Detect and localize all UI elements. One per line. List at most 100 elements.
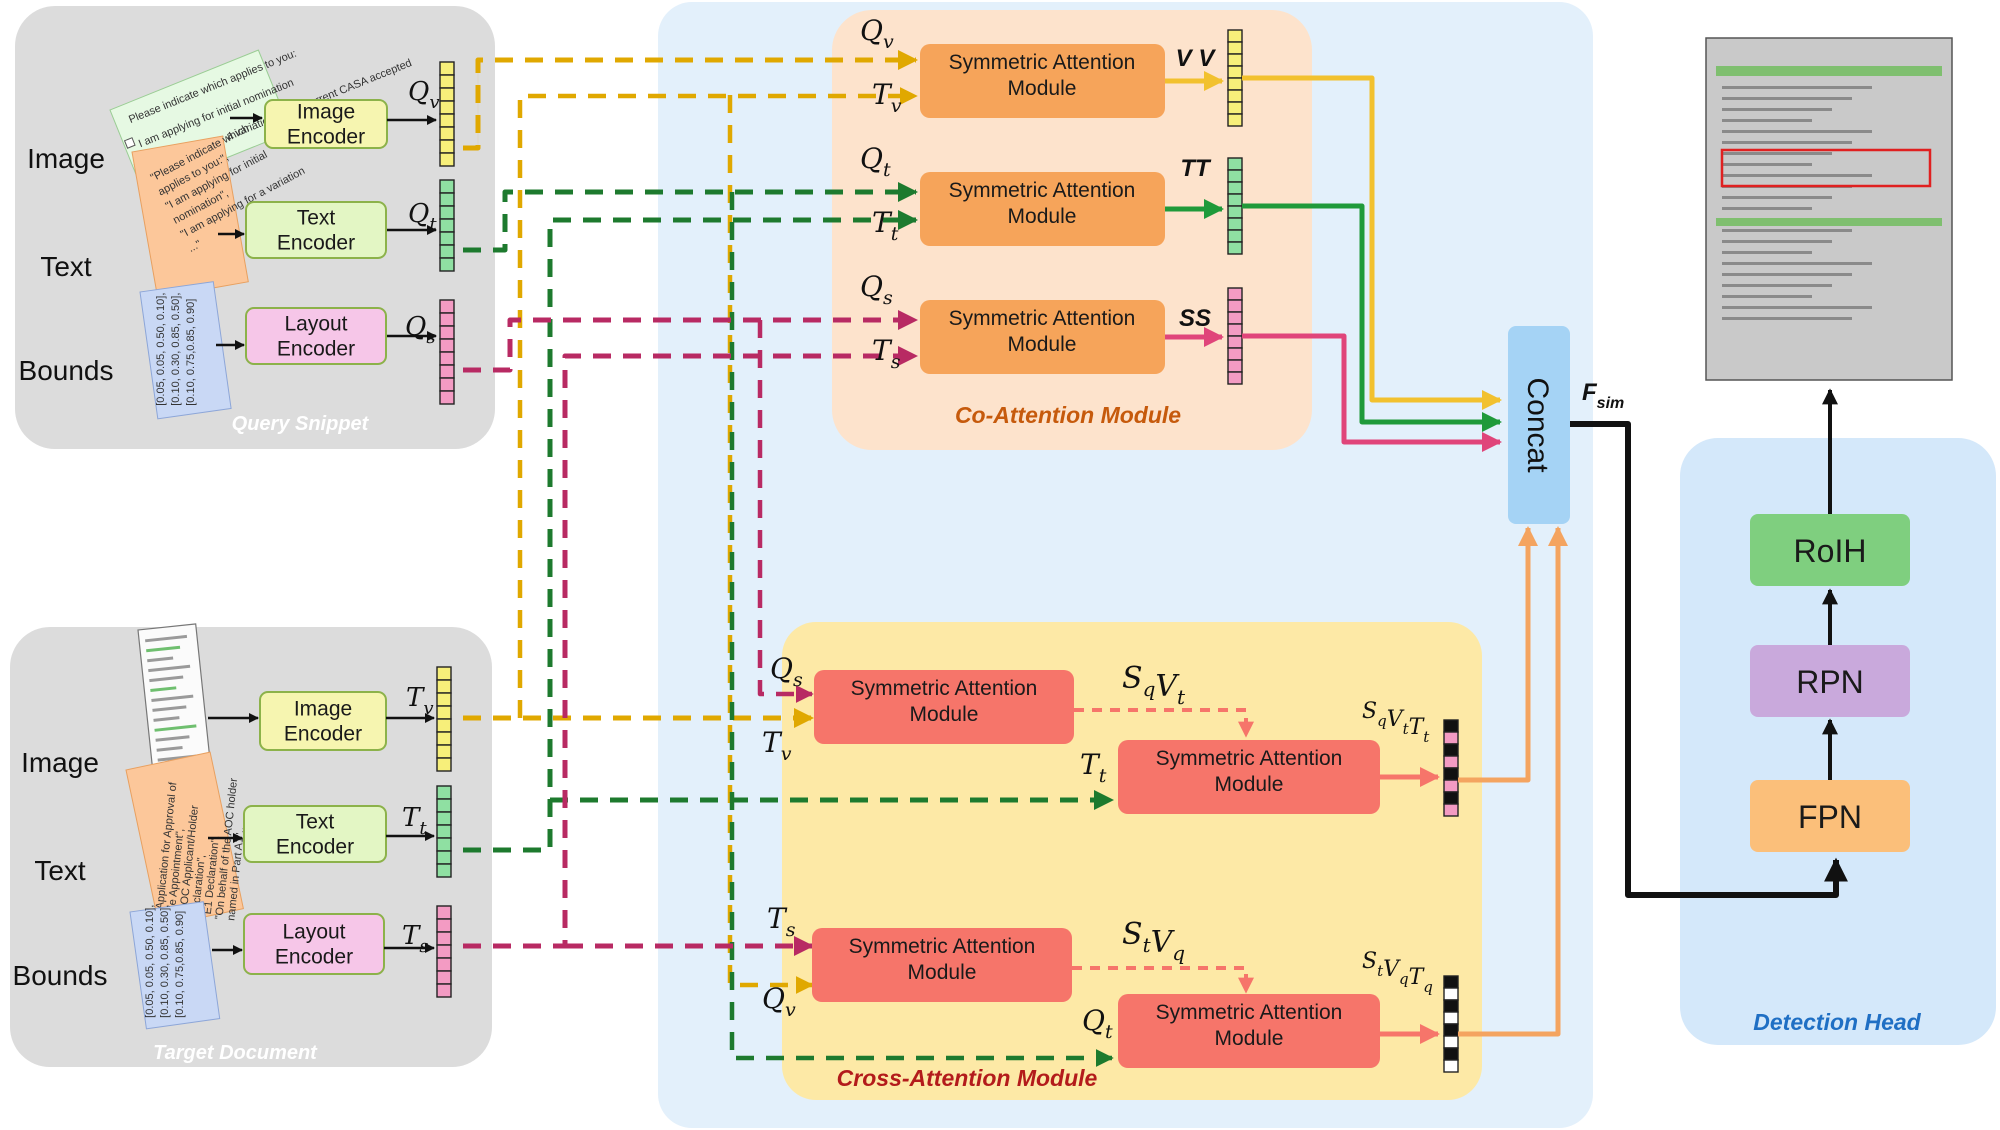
query-bounds-snippet-lines: [0.05, 0.05, 0.50, 0.10],[0.10, 0.30, 0.… bbox=[155, 293, 197, 406]
co-output-vector-tt-cell bbox=[1227, 157, 1243, 171]
thumbnail-line bbox=[150, 686, 177, 693]
query-vector-qs-cell bbox=[439, 390, 455, 405]
cross-output-vector-1-cell bbox=[1443, 731, 1459, 745]
query-bounds-snippet-line: [0.05, 0.05, 0.50, 0.10], bbox=[155, 293, 167, 406]
query-row-label: Text bbox=[40, 251, 92, 282]
query-vector-qs-cell bbox=[439, 377, 455, 392]
thumbnail-line bbox=[155, 735, 190, 742]
thumbnail-line bbox=[146, 645, 181, 653]
edge-qt-co bbox=[463, 182, 918, 253]
query-row-label: Image bbox=[27, 143, 105, 174]
thumbnail-line bbox=[145, 634, 188, 643]
query-vector-qt-cell bbox=[439, 205, 455, 220]
cross-attention-title: Cross-Attention Module bbox=[837, 1065, 1098, 1091]
query-vector-qs-cell bbox=[439, 351, 455, 366]
query-vector-qv-cell bbox=[439, 87, 455, 102]
target-feature-tv: Tv bbox=[406, 683, 434, 719]
co-input-t: Tv bbox=[872, 78, 902, 117]
target-vector-tt-cell bbox=[436, 850, 452, 865]
detection-block-rpn bbox=[1750, 645, 1910, 717]
co-input-q: Qv bbox=[860, 14, 894, 53]
concat-block bbox=[1508, 326, 1570, 524]
cross-output-vector-1-cell bbox=[1443, 767, 1459, 781]
detected-region-box bbox=[1720, 148, 1932, 188]
co-output-label: SS bbox=[1179, 305, 1211, 332]
target-encoder-box bbox=[243, 913, 385, 975]
co-output-vector-tt bbox=[1227, 157, 1243, 255]
cross-output-vector-1-cell bbox=[1443, 743, 1459, 757]
thumbnail-line bbox=[147, 656, 174, 663]
co-input-t: Tt bbox=[872, 206, 899, 245]
target-row-label: Text bbox=[34, 855, 86, 886]
query-vector-qt-cell bbox=[439, 244, 455, 259]
cross-output-sqvttt: SqVtTt bbox=[1362, 699, 1430, 746]
query-encoder-box bbox=[264, 99, 388, 149]
target-bounds-snippet-lines: [0.05, 0.05, 0.50, 0.10],[0.10, 0.30, 0.… bbox=[144, 905, 186, 1018]
target-vector-tt-cell bbox=[436, 824, 452, 839]
thumbnail-line bbox=[153, 716, 180, 722]
target-vector-tt-cell bbox=[436, 837, 452, 852]
target-vector-ts-cell bbox=[436, 918, 452, 933]
co-output-vector-ss-cell bbox=[1227, 311, 1243, 325]
cross-output-vector-2-cell bbox=[1443, 999, 1459, 1013]
target-bounds-snippet-page bbox=[129, 901, 221, 1030]
output-document-line bbox=[1722, 317, 1852, 320]
output-document-line bbox=[1722, 163, 1812, 166]
checkbox bbox=[123, 137, 136, 149]
cross-mid-sqvt: SqVt bbox=[1122, 661, 1186, 709]
target-vector-tt-cell bbox=[436, 785, 452, 800]
co-input-q: Qt bbox=[860, 142, 891, 181]
query-vector-qv-cell bbox=[439, 100, 455, 115]
output-document-line bbox=[1722, 306, 1872, 309]
co-output-vector-tt-cell bbox=[1227, 217, 1243, 231]
cross-mid-arrow-2 bbox=[1072, 966, 1254, 994]
co-output-vector-tt-cell bbox=[1227, 229, 1243, 243]
query-vector-qv-cell bbox=[439, 152, 455, 167]
output-document-line bbox=[1722, 196, 1832, 199]
edge-qv-co bbox=[463, 50, 918, 151]
target-bounds-snippet-line: [0.10, 0.30, 0.85, 0.50], bbox=[159, 905, 171, 1018]
output-document-line bbox=[1722, 273, 1852, 276]
cross-output-vector-1-cell bbox=[1443, 719, 1459, 733]
edge-ss-concat bbox=[1242, 333, 1502, 452]
cross-output-stvqtq: StVqTq bbox=[1362, 949, 1433, 996]
target-vector-tv-cell bbox=[436, 692, 452, 707]
co-symmetric-attention-module bbox=[920, 44, 1165, 118]
target-vector-tv-cell bbox=[436, 666, 452, 681]
target-vector-tv bbox=[436, 666, 452, 772]
query-feature-qt: Qt bbox=[408, 199, 437, 235]
target-bounds-snippet-line: [0.05, 0.05, 0.50, 0.10], bbox=[144, 905, 156, 1018]
target-vector-ts-cell bbox=[436, 944, 452, 959]
output-document-line bbox=[1722, 97, 1852, 100]
cross-attention-module-2 bbox=[1118, 740, 1380, 814]
cross-input-qv: Qv bbox=[762, 982, 796, 1021]
co-output-vector-vv-cell bbox=[1227, 113, 1243, 127]
output-document-line bbox=[1722, 284, 1832, 287]
output-document-page bbox=[1705, 37, 1953, 381]
co-output-vector-vv-cell bbox=[1227, 65, 1243, 79]
query-row-label: Bounds bbox=[19, 355, 114, 386]
co-output-vector-ss-cell bbox=[1227, 371, 1243, 385]
output-document-line bbox=[1722, 240, 1832, 243]
query-vector-qt-cell bbox=[439, 257, 455, 272]
co-output-vector-vv-cell bbox=[1227, 89, 1243, 103]
output-document bbox=[1705, 37, 1953, 381]
output-document-line bbox=[1722, 108, 1832, 111]
target-feature-ts: Ts bbox=[402, 921, 429, 957]
query-vector-qs-cell bbox=[439, 364, 455, 379]
target-bounds-snippet: [0.05, 0.05, 0.50, 0.10],[0.10, 0.30, 0.… bbox=[129, 901, 221, 1030]
edge-qt-cross bbox=[729, 192, 1114, 1067]
edge-ts-co bbox=[463, 346, 918, 949]
target-vector-ts-cell bbox=[436, 983, 452, 998]
output-document-header bbox=[1716, 66, 1942, 76]
detection-block-fpn bbox=[1750, 780, 1910, 852]
query-vector-qv-cell bbox=[439, 139, 455, 154]
target-row-label: Bounds bbox=[13, 960, 108, 991]
target-vector-tt-cell bbox=[436, 863, 452, 878]
thumbnail-line bbox=[154, 724, 197, 732]
cross-input-qs: Qs bbox=[770, 652, 803, 691]
cross-output-vector-2-cell bbox=[1443, 1047, 1459, 1061]
cross-mid-arrow-1 bbox=[1074, 708, 1254, 738]
